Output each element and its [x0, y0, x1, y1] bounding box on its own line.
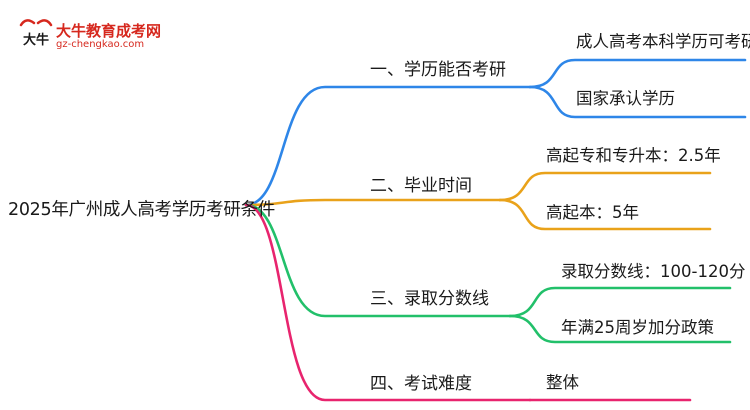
leaf-high-to-bachelor-time: 高起本：5年 — [546, 203, 639, 222]
leaf-connector-2-1 — [498, 171, 712, 202]
leaf-connector-2-2 — [498, 198, 712, 231]
leaf-state-recognized: 国家承认学历 — [576, 89, 675, 108]
branch-education-qualification: 一、学历能否考研 — [370, 60, 506, 80]
leaf-overall: 整体 — [546, 373, 579, 392]
leaf-connector-3-2 — [508, 314, 732, 344]
site-logo[interactable]: 大牛 大牛教育成考网 gz-chengkao.com — [18, 17, 168, 57]
leaf-junior-college-time: 高起专和专升本：2.5年 — [546, 146, 721, 165]
leaf-connector-3-1 — [508, 286, 732, 318]
leaf-age-bonus-policy: 年满25周岁加分政策 — [561, 318, 714, 337]
leaf-bachelor-can-apply: 成人高考本科学历可考研 — [576, 32, 750, 51]
branch-graduation-time: 二、毕业时间 — [370, 176, 472, 196]
logo-site-name: 大牛教育成考网 — [56, 22, 162, 40]
branch-connector-4 — [244, 203, 532, 402]
svg-text:大牛: 大牛 — [23, 32, 49, 48]
leaf-connector-1-2 — [528, 85, 747, 119]
branch-exam-difficulty: 四、考试难度 — [370, 374, 472, 394]
leaf-score-range: 录取分数线：100-120分 — [561, 262, 746, 281]
branch-connector-3 — [244, 203, 512, 318]
logo-site-url: gz-chengkao.com — [56, 39, 145, 50]
bull-logo-icon: 大牛 — [19, 19, 53, 48]
leaf-connector-1-1 — [528, 58, 747, 89]
branch-admission-score: 三、录取分数线 — [370, 289, 489, 309]
branch-connector-2 — [244, 198, 502, 207]
root-topic: 2025年广州成人高考学历考研条件 — [8, 200, 275, 220]
branch-connector-1 — [244, 85, 532, 207]
